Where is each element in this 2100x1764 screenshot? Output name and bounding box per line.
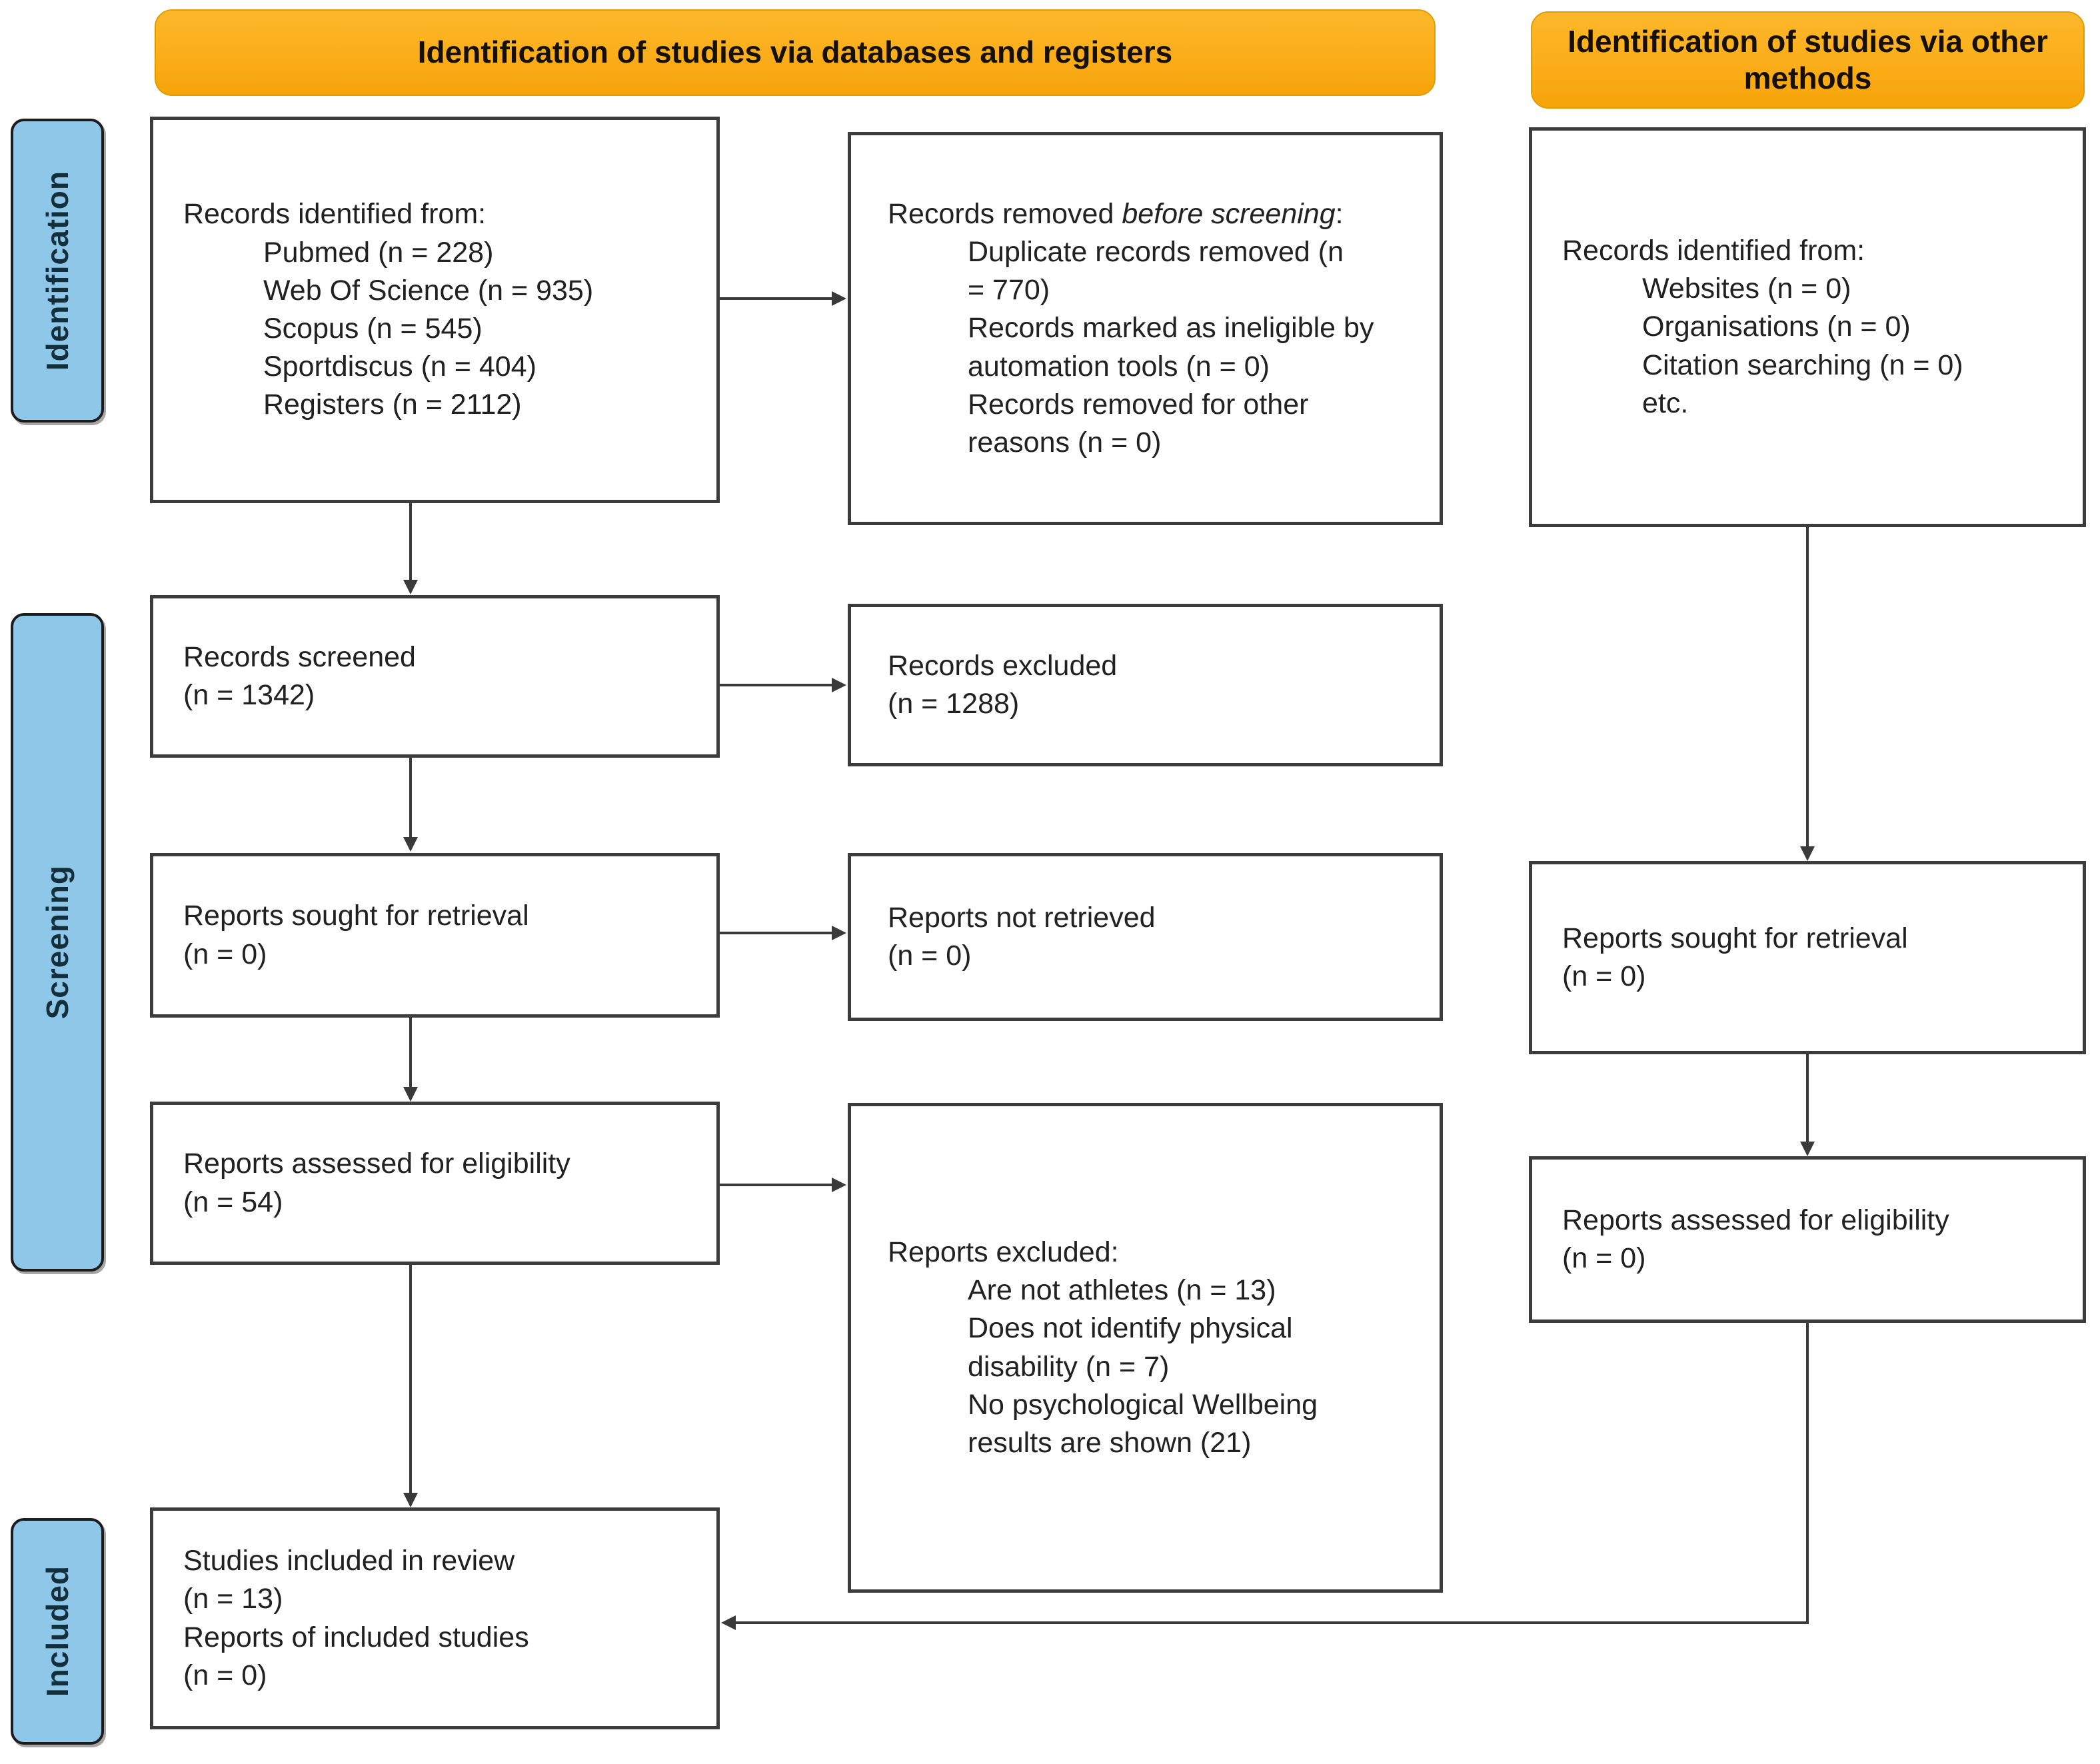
arrow-line [1806,527,1809,846]
arrow-line-horizontal [736,1621,1809,1624]
reports-excluded-item: Does not identify physical disability (n… [968,1312,1293,1383]
arrowhead-right-icon [832,678,846,692]
records-identified-other-item: Organisations (n = 0) [1642,311,1911,343]
arrowhead-left-icon [721,1615,736,1630]
reports-excluded-item: Are not athletes (n = 13) [968,1274,1276,1307]
records-identified-other-intro: Records identified from: [1562,235,1865,267]
arrowhead-down-icon [403,1493,418,1507]
records-identified-databases-item: Scopus (n = 545) [263,313,483,345]
reports-sought-databases-count: (n = 0) [183,938,267,970]
arrowhead-down-icon [1800,846,1815,861]
records-removed-intro-regular: Records removed [888,197,1122,230]
arrow-line [409,1018,412,1087]
arrow-line [720,932,832,934]
stage-label-screening-text: Screening [40,865,75,1020]
arrowhead-right-icon [832,926,846,940]
records-removed-item: Records removed for other reasons (n = 0… [968,388,1309,458]
arrow-line [720,684,832,686]
reports-sought-other-line: Reports sought for retrieval [1562,922,1908,954]
reports-excluded-item: No psychological Wellbeing results are s… [968,1388,1318,1459]
arrow-line-vertical [1806,1323,1809,1624]
arrowhead-right-icon [832,1178,846,1192]
records-identified-other-item: Citation searching (n = 0) [1642,349,1963,381]
arrowhead-down-icon [403,837,418,852]
records-identified-databases-intro: Records identified from: [183,198,487,231]
box-reports-sought-other: Reports sought for retrieval (n = 0) [1529,861,2086,1054]
box-records-identified-databases: Records identified from: Pubmed (n = 228… [150,117,720,503]
box-studies-included: Studies included in review (n = 13) Repo… [150,1507,720,1729]
arrowhead-down-icon [1800,1142,1815,1156]
studies-included-count: (n = 0) [183,1659,267,1691]
box-records-excluded: Records excluded (n = 1288) [848,604,1443,766]
arrow-line [409,1265,412,1493]
stage-label-identification-text: Identification [40,170,75,371]
records-identified-databases-item: Sportdiscus (n = 404) [263,351,536,383]
reports-assessed-other-line: Reports assessed for eligibility [1562,1204,1949,1236]
reports-sought-databases-line: Reports sought for retrieval [183,900,529,932]
arrow-line [409,758,412,837]
banner-databases-registers-label: Identification of studies via databases … [417,35,1173,70]
arrow-line [409,503,412,580]
records-screened-line: Records screened [183,640,416,673]
records-identified-databases-item: Registers (n = 2112) [263,389,522,421]
banner-databases-registers: Identification of studies via databases … [155,9,1436,96]
arrow-line [720,297,832,300]
records-removed-intro-italic: before screening [1122,197,1336,230]
reports-not-retrieved-line: Reports not retrieved [888,901,1156,934]
arrow-line [720,1184,832,1186]
records-removed-intro: Records removed before screening: [888,195,1354,233]
box-records-identified-other: Records identified from: Websites (n = 0… [1529,127,2086,527]
records-removed-item: Records marked as ineligible by automati… [968,312,1374,383]
records-removed-intro-suffix: : [1335,197,1344,230]
box-reports-excluded: Reports excluded: Are not athletes (n = … [848,1103,1443,1593]
banner-other-methods: Identification of studies via other meth… [1531,11,2085,109]
reports-assessed-other-count: (n = 0) [1562,1242,1646,1274]
stage-label-screening: Screening [11,613,104,1272]
records-identified-databases-item: Pubmed (n = 228) [263,236,494,269]
records-removed-item: Duplicate records removed (n = 770) [968,236,1344,307]
box-reports-assessed-databases: Reports assessed for eligibility (n = 54… [150,1102,720,1265]
reports-not-retrieved-count: (n = 0) [888,940,972,972]
box-records-removed-before-screening: Records removed before screening: Duplic… [848,132,1443,525]
stage-label-identification: Identification [11,119,104,423]
records-excluded-line: Records excluded [888,649,1118,682]
box-reports-sought-databases: Reports sought for retrieval (n = 0) [150,853,720,1018]
records-excluded-count: (n = 1288) [888,688,1020,720]
arrowhead-down-icon [403,580,418,594]
reports-excluded-intro: Reports excluded: [888,1236,1119,1268]
arrowhead-down-icon [403,1087,418,1102]
reports-assessed-databases-line: Reports assessed for eligibility [183,1148,570,1180]
records-identified-other-item: Websites (n = 0) [1642,273,1851,305]
box-reports-assessed-other: Reports assessed for eligibility (n = 0) [1529,1156,2086,1323]
box-reports-not-retrieved: Reports not retrieved (n = 0) [848,853,1443,1021]
stage-label-included: Included [11,1518,104,1745]
arrowhead-right-icon [832,291,846,306]
studies-included-line: Studies included in review [183,1545,515,1577]
box-records-screened: Records screened (n = 1342) [150,595,720,758]
records-identified-databases-item: Web Of Science (n = 935) [263,274,594,307]
reports-assessed-databases-count: (n = 54) [183,1186,283,1218]
stage-label-included-text: Included [40,1565,75,1697]
banner-other-methods-label: Identification of studies via other meth… [1568,23,2048,95]
reports-sought-other-count: (n = 0) [1562,960,1646,992]
studies-included-count: (n = 13) [183,1583,283,1615]
arrow-line [1806,1054,1809,1142]
records-screened-count: (n = 1342) [183,679,315,711]
studies-included-line: Reports of included studies [183,1621,529,1653]
records-identified-other-item: etc. [1642,387,1689,419]
